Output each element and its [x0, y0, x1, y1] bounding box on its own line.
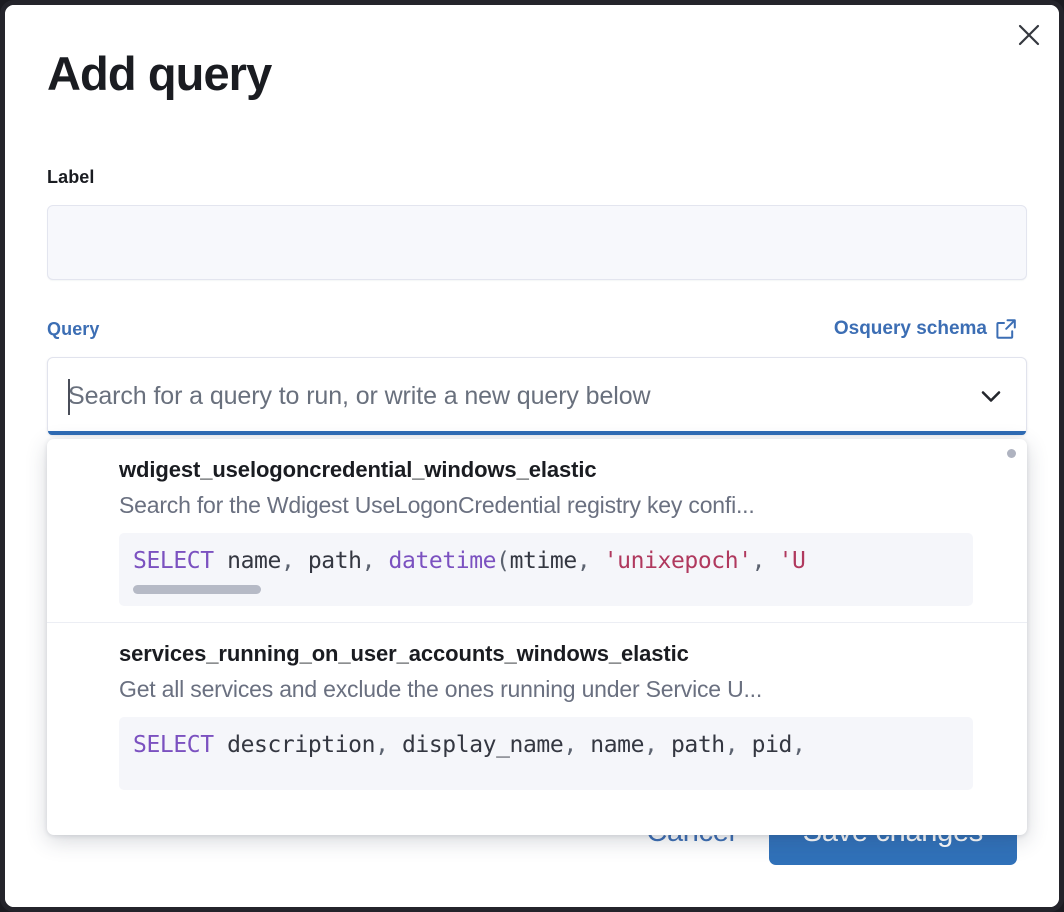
list-item[interactable]: wdigest_uselogoncredential_windows_elast…: [47, 439, 1027, 622]
code-token: display_name: [388, 732, 564, 758]
code-token: [765, 548, 778, 574]
code-token: [375, 548, 388, 574]
close-icon-glyph: [1018, 24, 1040, 46]
code-token: ,: [361, 548, 376, 574]
code-token: name: [213, 548, 281, 574]
dropdown-scrollbar[interactable]: [1007, 449, 1016, 458]
code-token: ,: [792, 732, 806, 758]
code-horizontal-scrollbar[interactable]: [133, 585, 261, 594]
label-input[interactable]: [47, 205, 1027, 280]
code-token: ,: [724, 732, 739, 758]
code-token: path: [294, 548, 362, 574]
osquery-schema-link-label: Osquery schema: [833, 318, 987, 339]
query-suggestions-dropdown[interactable]: wdigest_uselogoncredential_windows_elast…: [47, 439, 1027, 835]
code-token: mtime: [509, 548, 578, 574]
option-description: Get all services and exclude the ones ru…: [119, 676, 763, 702]
code-token: ,: [563, 732, 577, 758]
code-token: SELECT: [133, 548, 214, 574]
option-title: wdigest_uselogoncredential_windows_elast…: [119, 457, 597, 482]
combobox-focus-bar: [48, 431, 1026, 435]
code-line: SELECT description, display_name, name, …: [119, 731, 973, 760]
code-token: ,: [280, 548, 295, 574]
code-token: ,: [576, 548, 591, 574]
code-token: SELECT: [133, 732, 214, 758]
label-field-label: Label: [47, 167, 95, 187]
query-combobox-box[interactable]: Search for a query to run, or write a ne…: [47, 357, 1027, 435]
close-icon[interactable]: [1009, 15, 1049, 55]
external-link-icon: [996, 319, 1016, 339]
code-token: ,: [375, 732, 389, 758]
code-token: path: [657, 732, 725, 758]
code-token: 'unixepoch': [603, 548, 752, 574]
osquery-schema-link[interactable]: Osquery schema: [834, 318, 1017, 340]
code-token: [590, 548, 603, 574]
code-line: SELECT name, path, datetime(mtime, 'unix…: [119, 547, 973, 576]
add-query-modal: Add query Label Query Osquery schema Sea…: [5, 5, 1059, 907]
code-token: description: [213, 732, 376, 758]
code-token: (: [496, 548, 510, 574]
query-field-label: Query: [47, 319, 100, 339]
query-combobox-placeholder: Search for a query to run, or write a ne…: [68, 381, 651, 410]
chevron-down-icon-glyph: [981, 391, 1001, 402]
code-token: pid: [738, 732, 793, 758]
option-code-preview[interactable]: SELECT name, path, datetime(mtime, 'unix…: [119, 533, 973, 606]
code-token: ,: [644, 732, 658, 758]
chevron-down-icon[interactable]: [974, 379, 1008, 413]
page-title: Add query: [47, 47, 272, 100]
option-code-preview[interactable]: SELECT description, display_name, name, …: [119, 717, 973, 790]
text-cursor: [68, 379, 70, 415]
code-token: 'U: [778, 548, 806, 574]
option-description: Search for the Wdigest UseLogonCredentia…: [119, 492, 755, 518]
code-token: datetime: [388, 548, 497, 574]
list-item[interactable]: services_running_on_user_accounts_window…: [47, 622, 1027, 806]
code-token: name: [576, 732, 645, 758]
query-combobox[interactable]: Search for a query to run, or write a ne…: [47, 357, 1027, 435]
code-token: ,: [751, 548, 766, 574]
option-title: services_running_on_user_accounts_window…: [119, 641, 689, 666]
